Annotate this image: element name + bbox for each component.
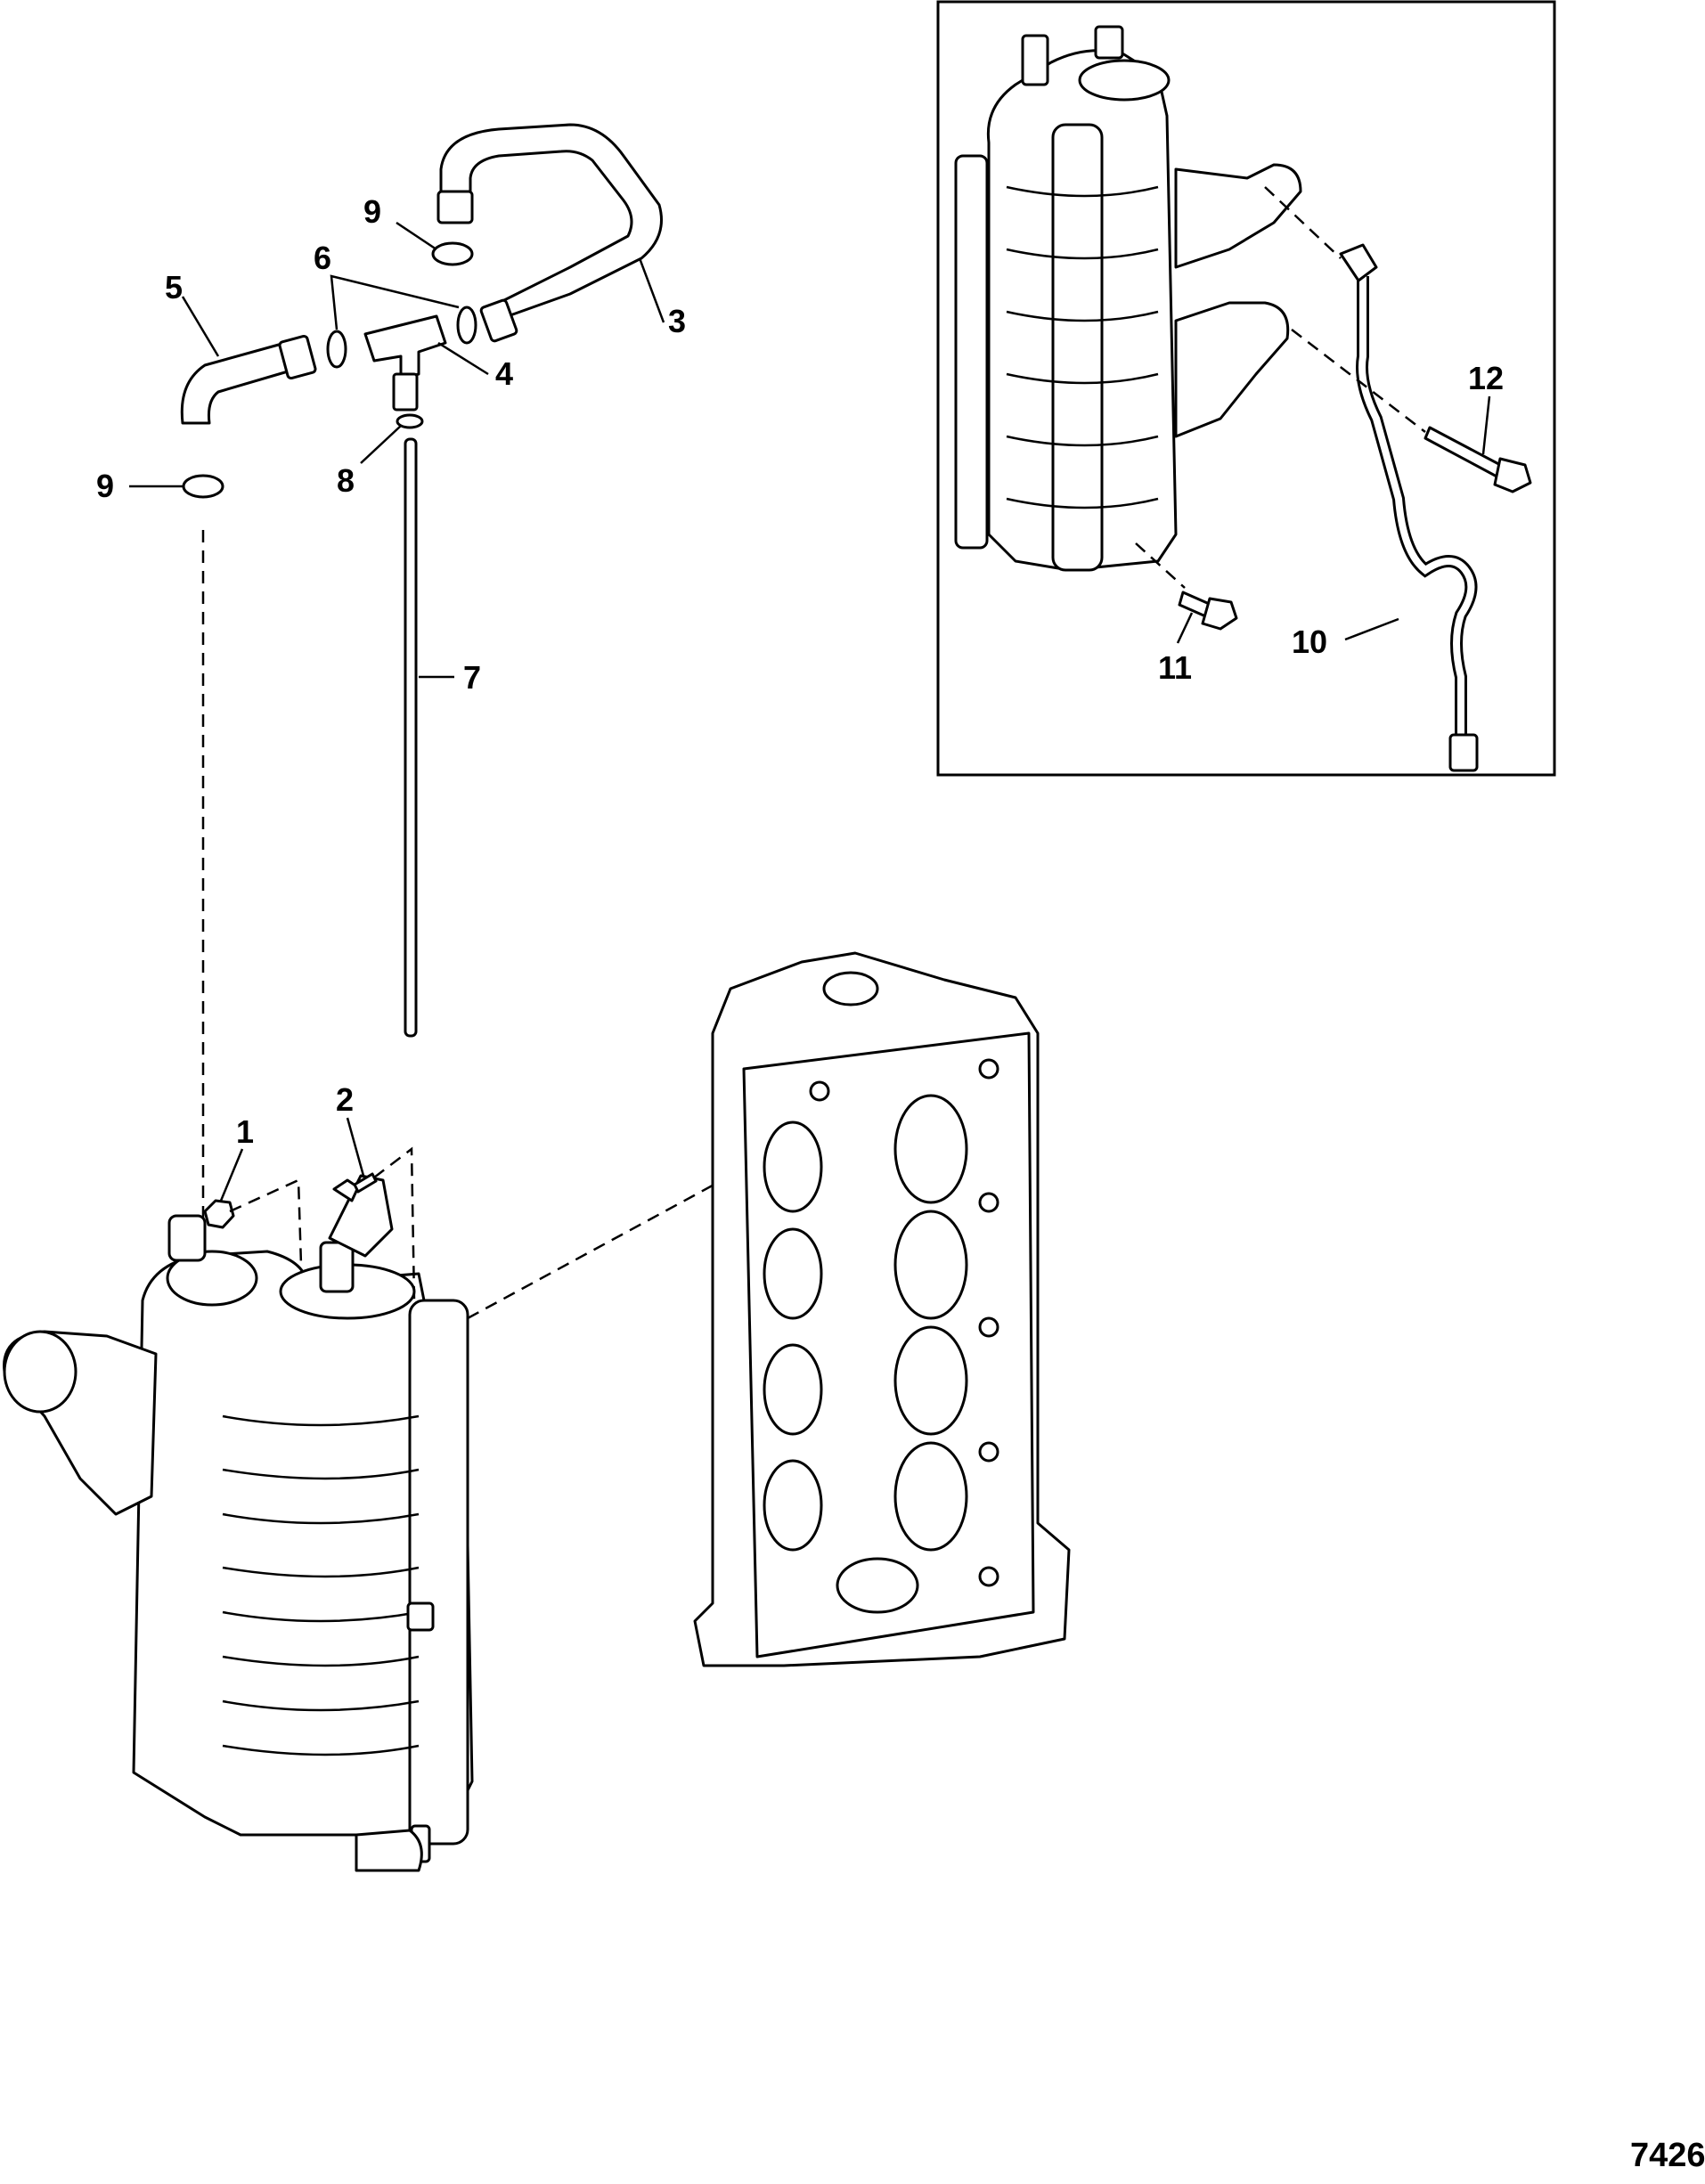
callout-9-lower: 9 bbox=[96, 468, 114, 504]
inset-dash-b bbox=[1291, 329, 1426, 433]
callout-12: 12 bbox=[1468, 360, 1504, 396]
callout-6: 6 bbox=[314, 240, 331, 276]
dash-manifold-to-head bbox=[467, 1174, 731, 1320]
callout-8: 8 bbox=[337, 462, 355, 499]
callout-5: 5 bbox=[165, 269, 183, 306]
cylinder-head bbox=[693, 951, 1071, 1667]
callout-4: 4 bbox=[495, 355, 513, 392]
callout-2: 2 bbox=[336, 1081, 354, 1118]
leader-12 bbox=[1481, 395, 1491, 455]
inset-intake-manifold bbox=[954, 25, 1302, 572]
inset-bolt-11 bbox=[1178, 591, 1238, 631]
callout-3: 3 bbox=[668, 303, 686, 339]
main-intake-manifold bbox=[3, 1174, 474, 1872]
o-ring-6-right bbox=[456, 306, 477, 345]
callout-9-upper: 9 bbox=[363, 193, 381, 230]
clamp-8 bbox=[396, 413, 424, 429]
dash-nut-1 bbox=[229, 1178, 303, 1266]
tube-7 bbox=[404, 437, 418, 1038]
inset-dash-c bbox=[1135, 542, 1186, 589]
callout-1: 1 bbox=[236, 1113, 254, 1150]
callout-11: 11 bbox=[1158, 649, 1192, 686]
leader-11 bbox=[1176, 612, 1194, 644]
o-ring-6-left bbox=[326, 330, 347, 369]
leader-10 bbox=[1344, 617, 1399, 641]
leader-2 bbox=[346, 1117, 365, 1177]
nut-1 bbox=[203, 1199, 235, 1229]
leader-6 bbox=[330, 274, 460, 330]
leader-4 bbox=[437, 341, 489, 376]
leader-9-upper bbox=[396, 221, 437, 251]
callout-7: 7 bbox=[463, 659, 481, 696]
leader-8 bbox=[360, 425, 402, 464]
clamp-9-upper bbox=[431, 241, 474, 266]
screw-2 bbox=[332, 1172, 378, 1202]
figure-id: 7426 bbox=[1630, 2137, 1705, 2174]
hose-3 bbox=[436, 123, 663, 343]
tee-fitting-4 bbox=[363, 314, 447, 412]
clamp-9-lower bbox=[182, 474, 224, 499]
inset-dash-a bbox=[1264, 186, 1342, 259]
leader-1 bbox=[219, 1148, 244, 1202]
leader-5 bbox=[181, 296, 220, 357]
hose-5 bbox=[180, 334, 317, 425]
inset-frame bbox=[936, 0, 1556, 777]
leader-3 bbox=[638, 257, 665, 323]
inset-bolt-12 bbox=[1424, 426, 1532, 493]
callout-10: 10 bbox=[1292, 623, 1327, 660]
inset-fuel-line bbox=[1339, 243, 1479, 772]
dash-screw-2 bbox=[373, 1146, 416, 1301]
